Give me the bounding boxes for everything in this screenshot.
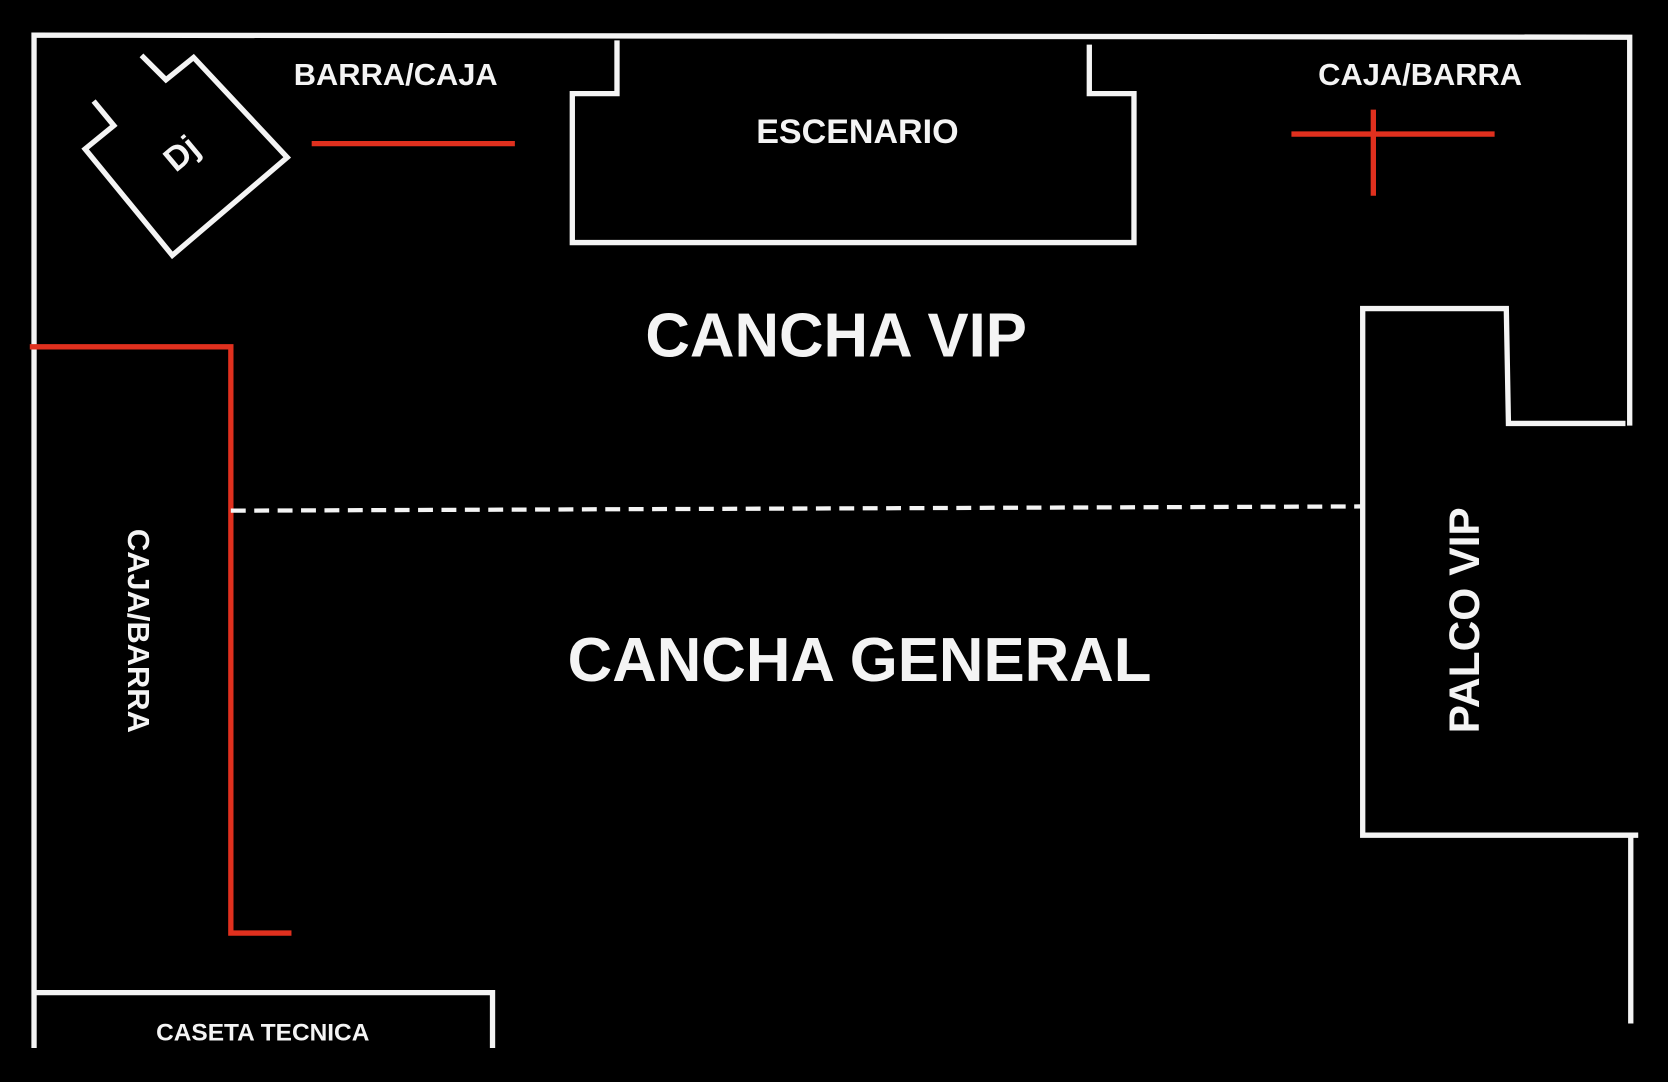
vip-general-divider <box>230 504 1362 513</box>
general-floor-label: CANCHA GENERAL <box>568 626 1152 695</box>
stage-outline <box>569 40 1137 246</box>
vip-floor-label: CANCHA VIP <box>645 302 1027 371</box>
bar-left-counter <box>29 344 292 936</box>
tech-booth-outline <box>34 989 496 1048</box>
dj-booth-outline <box>81 53 292 260</box>
bar-top-right-label: CAJA/BARRA <box>1318 57 1522 92</box>
stage-label: ESCENARIO <box>756 113 958 151</box>
vip-box-label: PALCO VIP <box>1441 507 1489 733</box>
bar-top-left-label: BARRA/CAJA <box>294 57 498 92</box>
tech-booth-label: CASETA TECNICA <box>156 1020 370 1047</box>
outer-wall <box>31 32 1633 1048</box>
bar-left-label: CAJA/BARRA <box>121 529 156 733</box>
vip-box-outline <box>1360 305 1639 838</box>
